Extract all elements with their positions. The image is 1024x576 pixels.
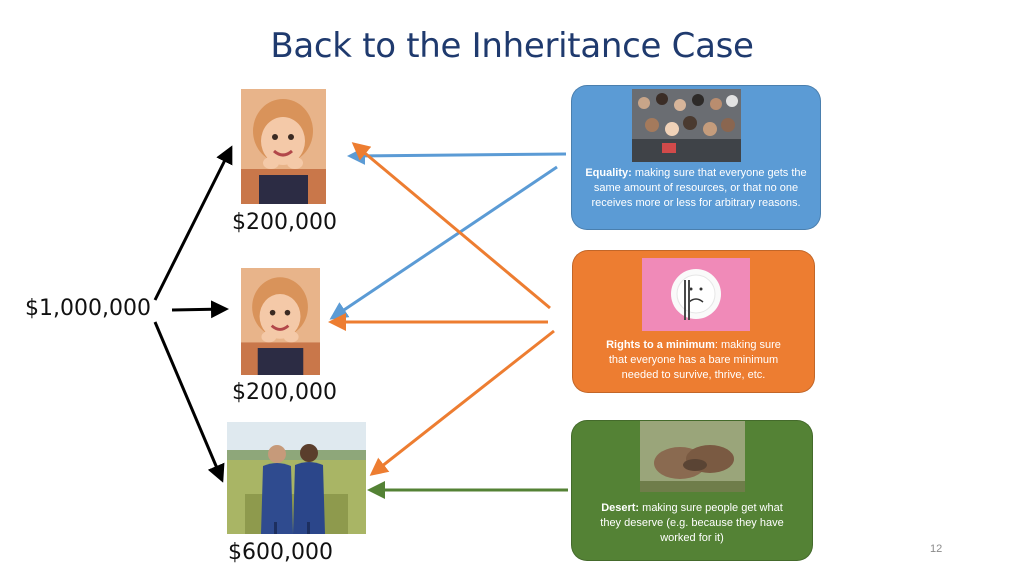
child-photo-middle bbox=[241, 268, 320, 375]
hands-photo bbox=[640, 421, 745, 492]
arrow-minimum-to-bottom bbox=[369, 329, 555, 476]
crowd-photo bbox=[632, 89, 741, 162]
arrow-total-to-top bbox=[153, 145, 233, 301]
equality-text: Equality: making sure that everyone gets… bbox=[582, 166, 810, 211]
desert-desc: making sure people get what they deserve… bbox=[600, 502, 784, 544]
arrow-total-to-middle bbox=[171, 300, 229, 319]
equality-card: Equality: making sure that everyone gets… bbox=[571, 85, 821, 230]
empty-plate-icon bbox=[642, 258, 750, 331]
couple-photo bbox=[227, 422, 366, 534]
minimum-card: Rights to a minimum: making sure that ev… bbox=[572, 250, 815, 393]
minimum-name: Rights to a minimum bbox=[606, 339, 715, 351]
dirty-hands-icon bbox=[640, 421, 745, 492]
page-number: 12 bbox=[930, 543, 943, 555]
arrow-minimum-to-top bbox=[351, 142, 551, 310]
equality-name: Equality: bbox=[585, 167, 632, 179]
arrow-equality-to-middle bbox=[329, 165, 558, 320]
desert-text: Desert: making sure people get what they… bbox=[594, 501, 790, 546]
equality-desc: making sure that everyone gets the same … bbox=[591, 167, 807, 209]
desert-card: Desert: making sure people get what they… bbox=[571, 420, 813, 561]
amount-bottom: $600,000 bbox=[228, 540, 333, 565]
couple-in-field-icon bbox=[227, 422, 366, 534]
arrow-total-to-bottom bbox=[153, 321, 225, 483]
slide-title: Back to the Inheritance Case bbox=[270, 26, 754, 66]
child-portrait-icon bbox=[241, 268, 320, 375]
plate-photo bbox=[642, 258, 750, 331]
child-portrait-icon bbox=[241, 89, 326, 204]
total-amount: $1,000,000 bbox=[25, 296, 151, 321]
amount-middle: $200,000 bbox=[232, 380, 337, 405]
minimum-text: Rights to a minimum: making sure that ev… bbox=[603, 338, 784, 383]
amount-top: $200,000 bbox=[232, 210, 337, 235]
arrow-equality-to-top bbox=[347, 146, 567, 165]
desert-name: Desert: bbox=[601, 502, 640, 514]
crowd-icon bbox=[632, 89, 741, 162]
child-photo-top bbox=[241, 89, 326, 204]
minimum-desc: : making sure that everyone has a bare m… bbox=[608, 339, 781, 381]
